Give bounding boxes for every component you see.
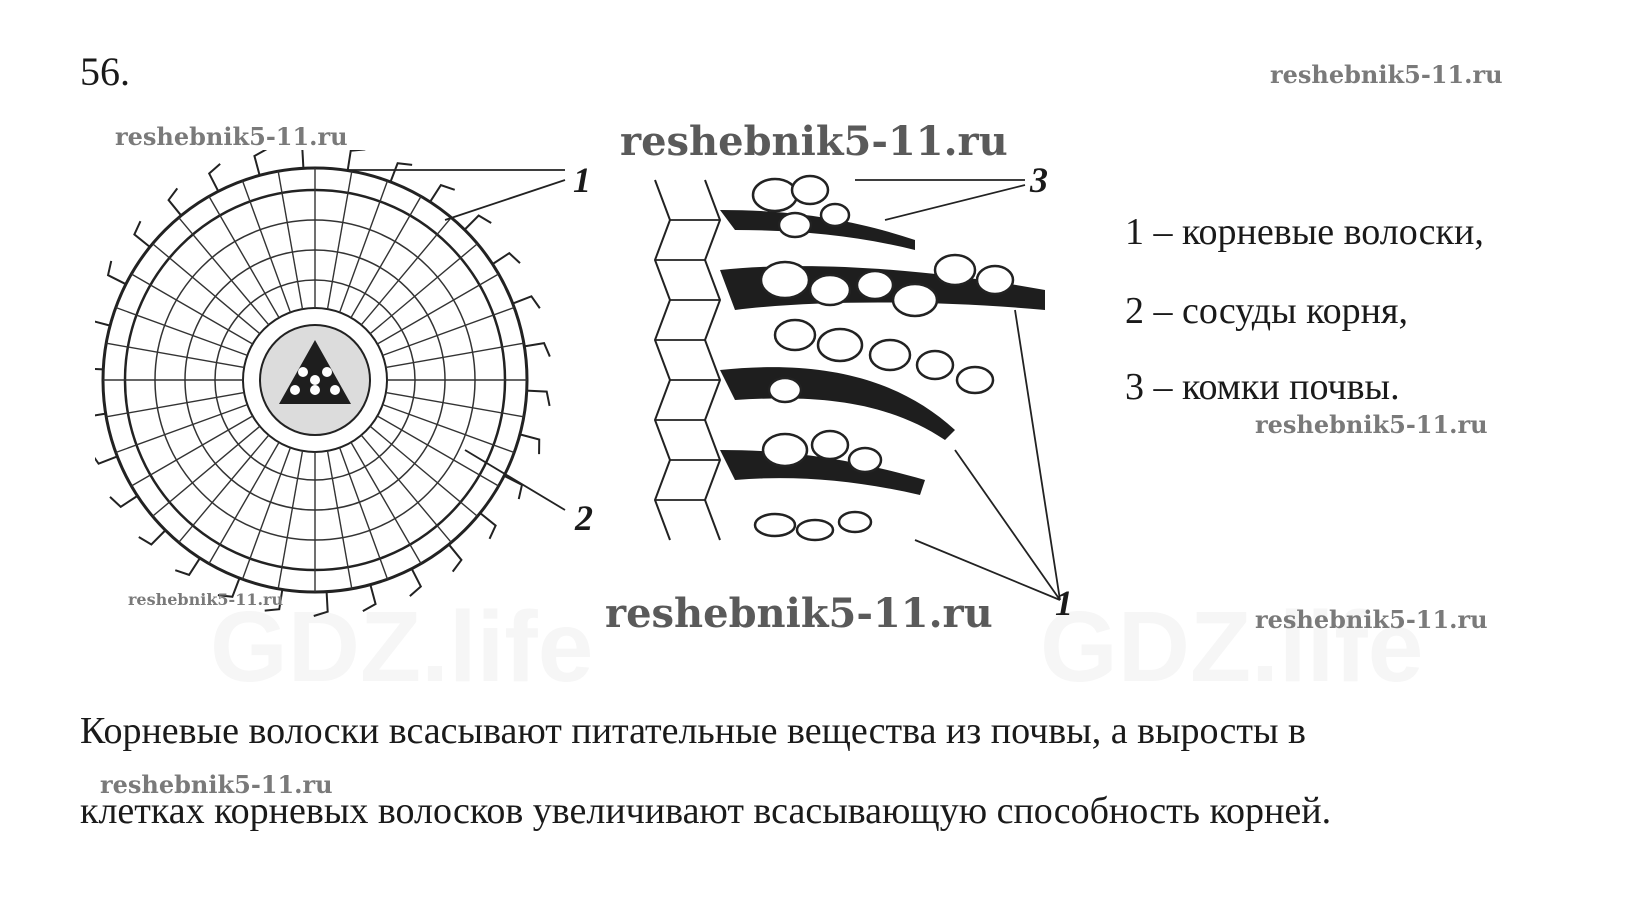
- root-hair-bump: [313, 591, 329, 617]
- root-hair-bump: [207, 163, 221, 192]
- legend-item-2: 2 – сосуды корня,: [1125, 290, 1408, 332]
- label-2: 2: [574, 498, 593, 538]
- root-hair-bump: [346, 150, 366, 171]
- root-hair-bump: [519, 433, 541, 455]
- cell-wall: [350, 196, 422, 318]
- cell-wall: [178, 217, 270, 326]
- cell-wall: [369, 425, 478, 517]
- watermark-top-right: reshebnik5-11.ru: [1270, 60, 1503, 89]
- root-hair-bump: [167, 187, 182, 217]
- cell-wall: [131, 273, 253, 345]
- cell-wall: [152, 243, 261, 335]
- watermark-figure-top-center: reshebnik5-11.ru: [620, 118, 1008, 165]
- legend-item-3: 3 – комки почвы.: [1125, 366, 1400, 408]
- cell-wall: [326, 450, 353, 589]
- watermark-figure-bottom-left: reshebnik5-11.ru: [128, 590, 284, 609]
- root-hair-bump: [389, 162, 413, 183]
- vessel-dot: [298, 367, 308, 377]
- cell-wall: [369, 243, 478, 335]
- root-hair-bump: [106, 260, 127, 286]
- label-3: 3: [1029, 160, 1048, 200]
- root-hair-bump: [95, 320, 111, 327]
- watermark-figure-bottom-center: reshebnik5-11.ru: [605, 590, 993, 637]
- cell-wall: [326, 171, 353, 310]
- root-hair-bump: [463, 214, 492, 231]
- label-1-left: 1: [573, 160, 591, 200]
- root-hair-1: [720, 210, 915, 250]
- root-hair-bump: [133, 220, 151, 248]
- root-hair-bump: [491, 251, 521, 265]
- root-hair-bump: [264, 589, 284, 612]
- cell-wall: [152, 425, 261, 517]
- cell-wall: [350, 442, 422, 564]
- watermark-text-overlay: reshebnik5-11.ru: [100, 770, 333, 799]
- soil-clumps: [751, 174, 1015, 542]
- root-hair-bump: [253, 150, 268, 176]
- cell-wall: [208, 196, 280, 318]
- cell-wall: [385, 342, 524, 369]
- cell-wall: [106, 391, 245, 418]
- cell-wall: [338, 180, 389, 313]
- root-hair-bump: [138, 529, 167, 546]
- root-hair-bump: [109, 495, 139, 509]
- cell-wall: [106, 342, 245, 369]
- root-figure: 1 2 3 1: [95, 150, 1073, 620]
- watermark-figure-top-left: reshebnik5-11.ru: [115, 122, 348, 151]
- root-hair-bump: [429, 183, 456, 203]
- cell-wall: [277, 450, 304, 589]
- root-hair-bump: [448, 543, 463, 573]
- root-hair-3: [720, 367, 955, 440]
- watermark-right-bottom: reshebnik5-11.ru: [1255, 605, 1488, 634]
- root-hair-bump: [95, 455, 118, 465]
- root-hair-bump: [95, 367, 104, 371]
- cell-wall: [241, 447, 292, 580]
- vessel-dot: [310, 385, 320, 395]
- root-hair-bump: [524, 342, 551, 357]
- cell-wall: [382, 306, 515, 357]
- cell-wall: [382, 403, 515, 454]
- vessel-dot: [290, 385, 300, 395]
- vessel-dot: [322, 367, 332, 377]
- legend-item-1: 1 – корневые волоски,: [1125, 211, 1484, 253]
- cell-wall: [208, 442, 280, 564]
- cell-wall: [115, 306, 248, 357]
- root-hair-bump: [174, 557, 201, 577]
- cell-wall: [377, 273, 499, 345]
- root-hair-bump: [479, 512, 497, 540]
- cell-wall: [338, 447, 389, 580]
- root-hair-bump: [362, 584, 377, 612]
- root-cross-section: [95, 150, 551, 617]
- answer-line-2: клетках корневых волосков увеличивают вс…: [80, 790, 1332, 832]
- root-hair-bump: [526, 389, 551, 407]
- leader-lines: [345, 169, 1061, 601]
- cell-wall: [360, 217, 452, 326]
- vessel-dot: [310, 375, 320, 385]
- answer-line-1: Корневые волоски всасывают питательные в…: [80, 710, 1306, 752]
- cell-wall: [131, 415, 253, 487]
- cell-wall: [241, 180, 292, 313]
- cell-wall: [385, 391, 524, 418]
- ghost-watermark-right: GDZ.life: [1040, 591, 1424, 703]
- watermark-right-middle: reshebnik5-11.ru: [1255, 410, 1488, 439]
- cell-wall: [277, 171, 304, 310]
- cell-wall: [360, 434, 452, 543]
- cell-wall: [377, 415, 499, 487]
- vessel-dot: [330, 385, 340, 395]
- root-hairs-diagram: [653, 174, 1045, 542]
- root-hair-bump: [217, 577, 241, 598]
- cell-wall: [178, 434, 270, 543]
- root-hair-bump: [512, 295, 541, 309]
- root-hair-bump: [409, 568, 423, 597]
- root-hair-bump: [95, 412, 106, 417]
- cell-wall: [115, 403, 248, 454]
- root-hair-bump: [301, 150, 305, 169]
- label-1-right: 1: [1055, 583, 1073, 620]
- problem-number: 56.: [80, 49, 130, 94]
